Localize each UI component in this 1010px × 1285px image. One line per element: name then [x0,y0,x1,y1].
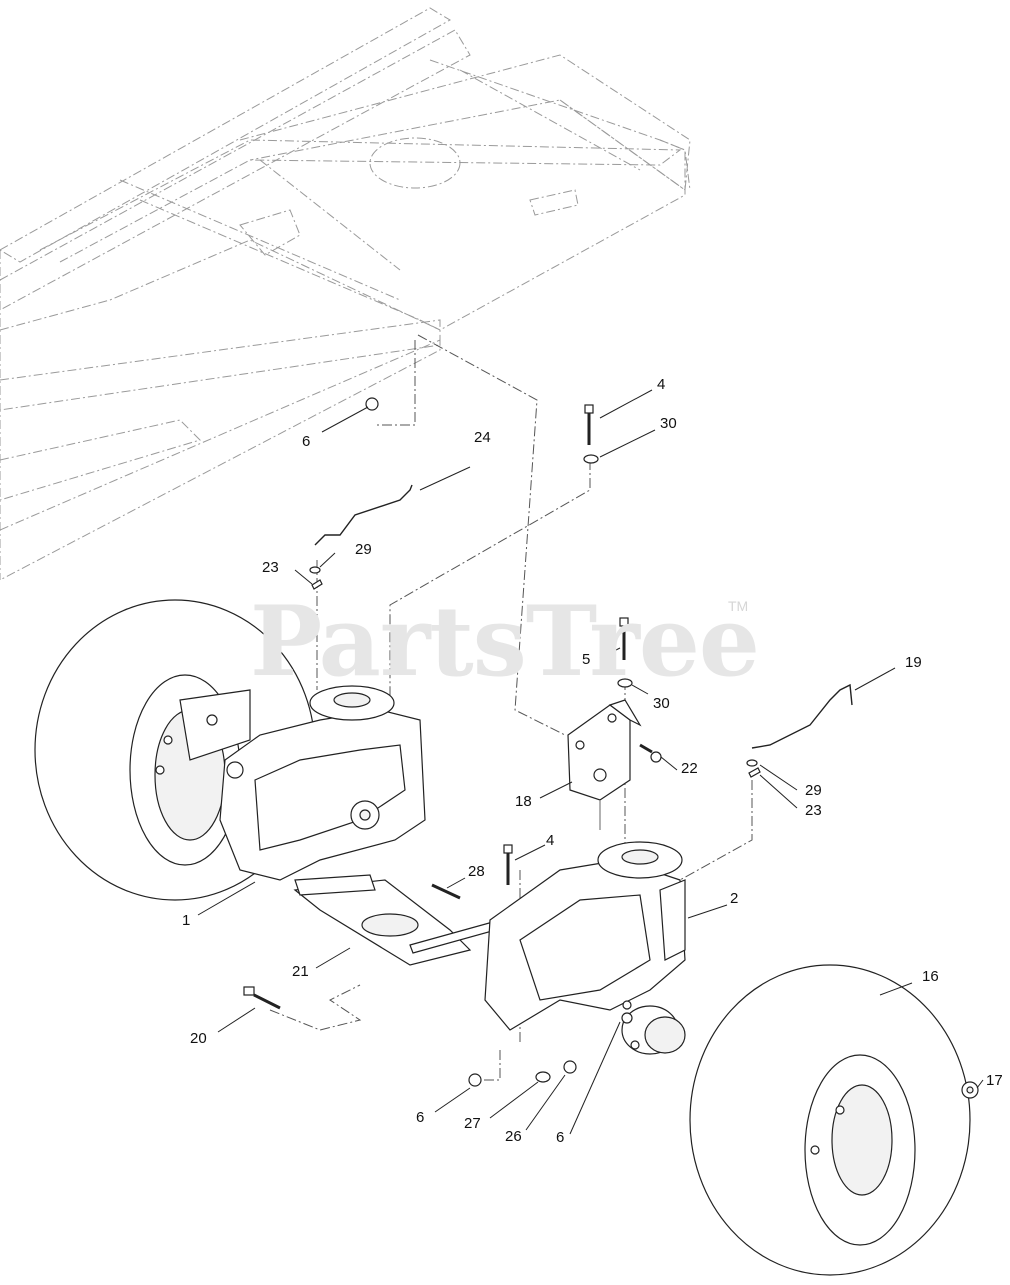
callout-6-lower-right: 6 [556,1129,564,1146]
callout-30-mid: 30 [653,695,670,712]
right-wheel [689,964,971,1276]
mount-bracket [293,874,504,966]
callout-24: 24 [474,429,491,446]
callout-17: 17 [986,1072,1003,1089]
callout-16: 16 [922,968,939,985]
callout-4-top: 4 [657,376,665,393]
callout-29-left: 29 [355,541,372,558]
right-transmission [484,841,686,1055]
callout-23-left: 23 [262,559,279,576]
callouts: 4 30 6 24 29 23 5 30 19 22 29 23 18 4 28… [182,376,1003,1146]
callout-6-lower-left: 6 [416,1109,424,1126]
callout-21: 21 [292,963,309,980]
callout-5: 5 [582,651,590,668]
callout-6-top: 6 [302,433,310,450]
hardware [243,397,979,1099]
left-transmission [179,685,426,881]
callout-23-right: 23 [805,802,822,819]
callout-22: 22 [681,760,698,777]
control-rods [314,484,853,749]
callout-26: 26 [505,1128,522,1145]
callout-18: 18 [515,793,532,810]
callout-30-top: 30 [660,415,677,432]
callout-20: 20 [190,1030,207,1047]
callout-19: 19 [905,654,922,671]
leader-lines [197,389,984,1135]
callout-1: 1 [182,912,190,929]
mower-frame [0,7,691,581]
callout-2: 2 [730,890,738,907]
callout-29-right: 29 [805,782,822,799]
pump-bracket [567,699,642,830]
callout-4-lower: 4 [546,832,554,849]
callout-27: 27 [464,1115,481,1132]
callout-28: 28 [468,863,485,880]
